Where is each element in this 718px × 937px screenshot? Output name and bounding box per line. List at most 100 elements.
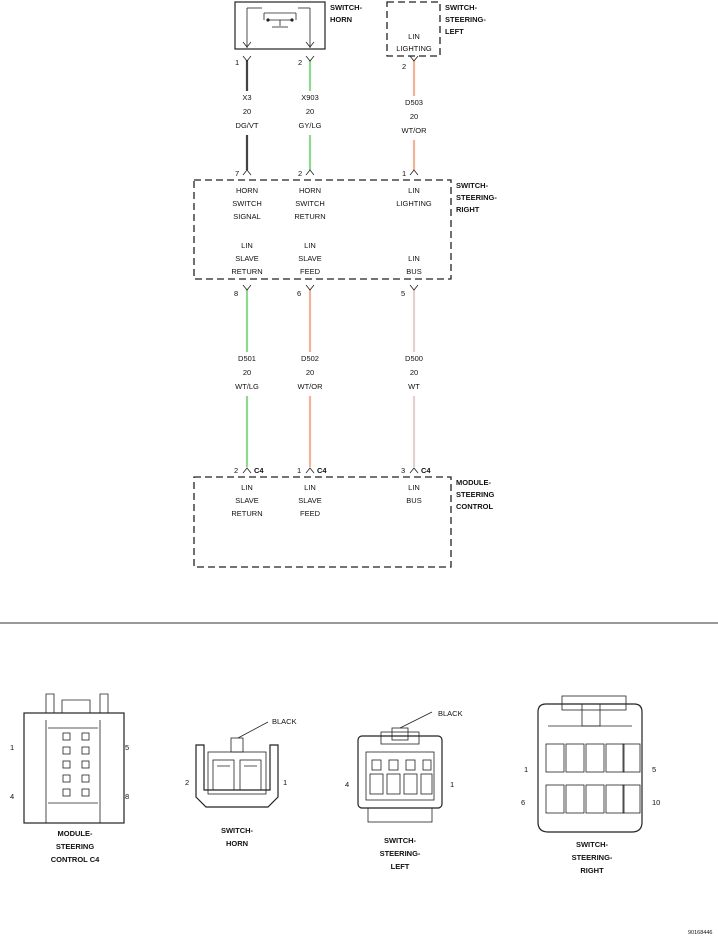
right-caption-3: RIGHT [580, 866, 604, 875]
right-switch-label-1: SWITCH- [456, 181, 489, 190]
module-label-1: MODULE- [456, 478, 491, 487]
rs-pin8-l2: SLAVE [235, 254, 259, 263]
rs-pin5-l2: BUS [406, 267, 421, 276]
horn-caption-2: HORN [226, 839, 248, 848]
horn-pin-1: 1 [283, 778, 287, 787]
wire5-gauge: 20 [306, 368, 314, 377]
wire2-bottom-pin: 2 [298, 169, 302, 178]
left-switch-inner-2: LIGHTING [396, 44, 432, 53]
wire5-top-pin: 6 [297, 289, 301, 298]
left-caption-2: STEERING- [380, 849, 421, 858]
rs-pin2-l3: RETURN [294, 212, 325, 221]
horn-connector-color: BLACK [272, 717, 297, 726]
module-label-2: STEERING [456, 490, 495, 499]
wire5-bottom-pin: 1 [297, 466, 301, 475]
wire4-circuit: D501 [238, 354, 256, 363]
right-switch-box [193, 179, 452, 280]
mod-pin1-l2: SLAVE [298, 496, 322, 505]
wire2-top-pin: 2 [298, 58, 302, 67]
rs-pin8-l3: RETURN [231, 267, 262, 276]
rs-pin6-l2: SLAVE [298, 254, 322, 263]
mod-pin1-l1: LIN [304, 483, 316, 492]
left-switch-box [386, 1, 441, 57]
wire6-circuit: D500 [405, 354, 423, 363]
connector-switch-horn [195, 737, 279, 808]
wire6-gauge: 20 [410, 368, 418, 377]
module-label-3: CONTROL [456, 502, 493, 511]
wire6-bottom-pin: 3 [401, 466, 405, 475]
connector-module-c4 [23, 693, 125, 824]
wire4-top-pin: 8 [234, 289, 238, 298]
mod-pin2-l1: LIN [241, 483, 253, 492]
mod-pin3-l2: BUS [406, 496, 421, 505]
module-box [193, 476, 452, 568]
c4-caption-3: CONTROL C4 [51, 855, 100, 864]
left-switch-label-3: LEFT [445, 27, 464, 36]
c4-caption-1: MODULE- [58, 829, 93, 838]
left-pin-1: 1 [450, 780, 454, 789]
horn-color-leader [237, 721, 269, 739]
rs-pin1-l2: LIGHTING [396, 199, 432, 208]
horn-caption-1: SWITCH- [221, 826, 254, 835]
rs-pin6-l1: LIN [304, 241, 316, 250]
c4-caption-2: STEERING [56, 842, 95, 851]
right-switch-label-3: RIGHT [456, 205, 480, 214]
horn-switch-label-1: SWITCH- [330, 3, 363, 12]
horn-pin-2: 2 [185, 778, 189, 787]
connector-switch-right [537, 695, 643, 833]
left-color-leader [399, 711, 433, 729]
wire5-circuit: D502 [301, 354, 319, 363]
wire4-bottom-pin: 2 [234, 466, 238, 475]
c4-tag-1: C4 [254, 466, 264, 475]
right-pin-10: 10 [652, 798, 660, 807]
upper-wire-ends [242, 55, 419, 176]
mod-pin2-l3: RETURN [231, 509, 262, 518]
mod-pin2-l2: SLAVE [235, 496, 259, 505]
wire1-color: DG/VT [236, 121, 259, 130]
wire3-circuit: D503 [405, 98, 423, 107]
c4-tag-3: C4 [421, 466, 431, 475]
wire3-bottom-pin: 1 [402, 169, 406, 178]
left-caption-3: LEFT [391, 862, 410, 871]
wire6-color: WT [408, 382, 420, 391]
wire1-top-pin: 1 [235, 58, 239, 67]
wire2-color: GY/LG [299, 121, 322, 130]
connector-switch-left [357, 727, 443, 823]
c4-pin-5: 5 [125, 743, 129, 752]
horn-switch-label-2: HORN [330, 15, 352, 24]
wire3-top-pin: 2 [402, 62, 406, 71]
rs-pin7-l1: HORN [236, 186, 258, 195]
rs-pin7-l3: SIGNAL [233, 212, 261, 221]
rs-pin5-l1: LIN [408, 254, 420, 263]
left-pin-4: 4 [345, 780, 349, 789]
wire1-circuit: X3 [242, 93, 251, 102]
right-pin-6: 6 [521, 798, 525, 807]
figure-id: 90168446 [688, 930, 712, 936]
left-switch-label-2: STEERING- [445, 15, 486, 24]
rs-pin6-l3: FEED [300, 267, 321, 276]
wire3-gauge: 20 [410, 112, 418, 121]
horn-switch-box [234, 1, 326, 50]
wire2-gauge: 20 [306, 107, 314, 116]
c4-pin-1: 1 [10, 743, 14, 752]
wire5-color: WT/OR [298, 382, 324, 391]
lower-wire-ends [242, 284, 419, 474]
wire4-gauge: 20 [243, 368, 251, 377]
right-caption-1: SWITCH- [576, 840, 609, 849]
right-switch-label-2: STEERING- [456, 193, 497, 202]
c4-pin-8: 8 [125, 792, 129, 801]
rs-pin8-l1: LIN [241, 241, 253, 250]
rs-pin2-l2: SWITCH [295, 199, 325, 208]
right-pin-5: 5 [652, 765, 656, 774]
wire1-bottom-pin: 7 [235, 169, 239, 178]
right-caption-2: STEERING- [572, 853, 613, 862]
left-switch-inner-1: LIN [408, 32, 420, 41]
left-connector-color: BLACK [438, 709, 463, 718]
mod-pin3-l1: LIN [408, 483, 420, 492]
left-switch-label-1: SWITCH- [445, 3, 478, 12]
mod-pin1-l3: FEED [300, 509, 321, 518]
right-pin-1: 1 [524, 765, 528, 774]
rs-pin2-l1: HORN [299, 186, 321, 195]
left-caption-1: SWITCH- [384, 836, 417, 845]
